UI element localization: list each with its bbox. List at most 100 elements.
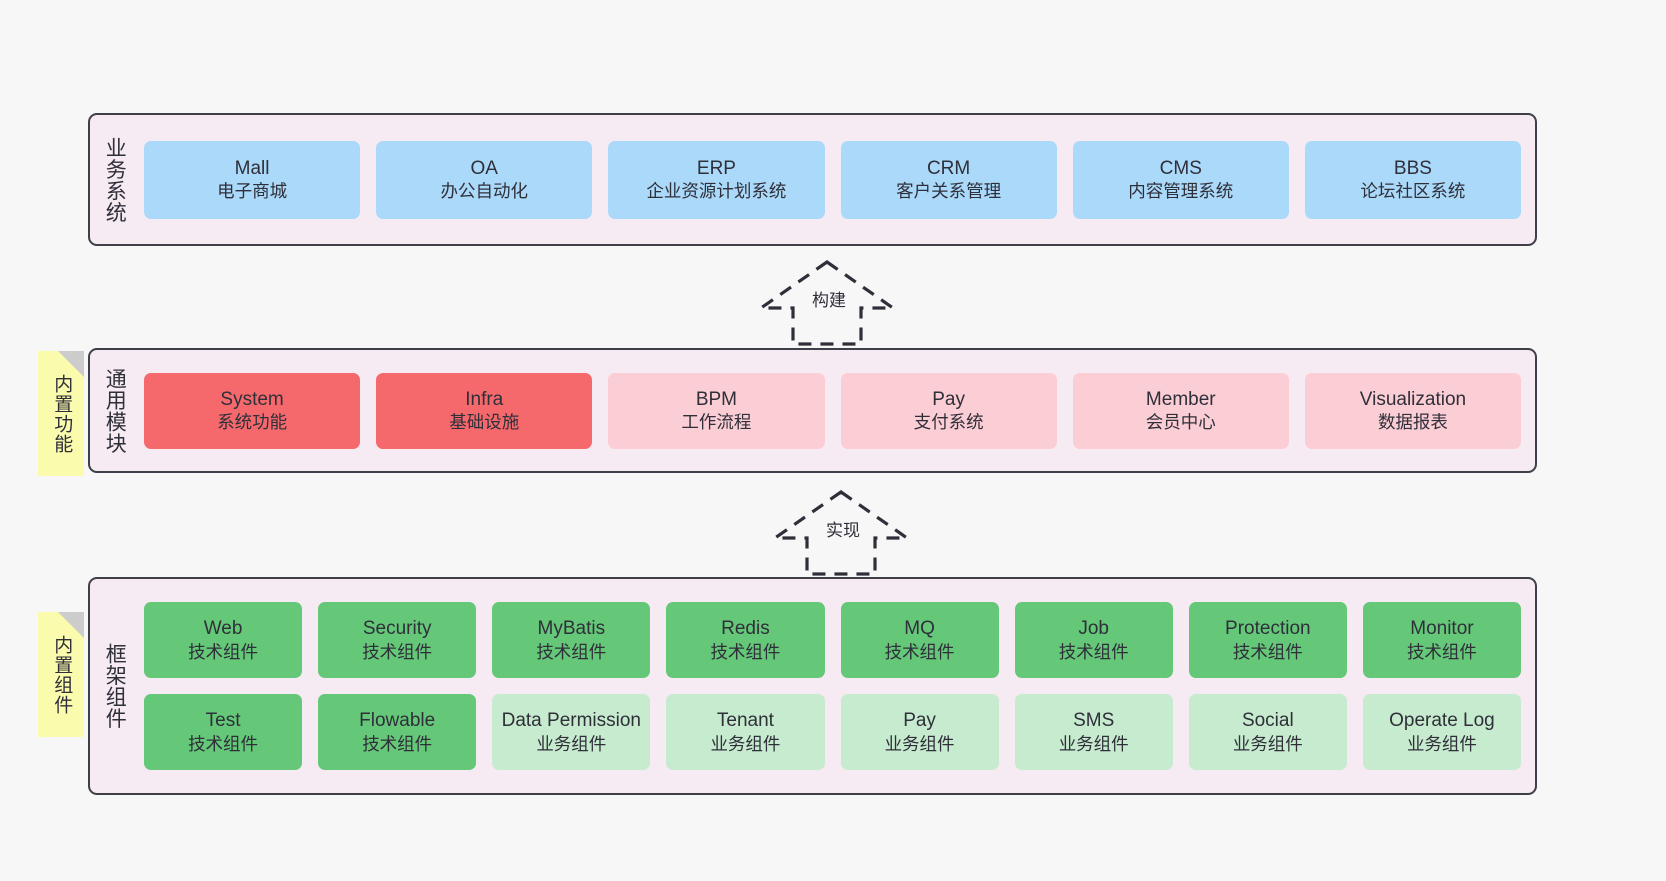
node-title: Infra [465,388,504,410]
node-title: Tenant [716,710,774,731]
node-subtitle: 业务组件 [1406,733,1477,754]
connector-build: 构建 [752,256,902,348]
connector-implement: 实现 [766,486,916,578]
node-title: ERP [696,157,736,179]
node-subtitle: 业务组件 [536,733,607,754]
node-subtitle: 技术组件 [1232,641,1303,662]
node-subtitle: 会员中心 [1145,412,1216,433]
sticky-tag-builtin-component: 内置组件 [38,612,84,737]
node-subtitle: 企业资源计划系统 [646,181,787,202]
node-subtitle: 工作流程 [681,412,752,433]
node-title: Pay [903,710,936,731]
sticky-tag-builtin-function-label: 内置功能 [51,373,73,454]
layer-title-framework: 框架组件 [103,643,127,729]
node-subtitle: 技术组件 [536,641,607,662]
node-title: Redis [721,618,770,639]
node-subtitle: 业务组件 [1232,733,1303,754]
sticky-tag-builtin-component-label: 内置组件 [51,634,73,715]
node-subtitle: 技术组件 [710,641,781,662]
node-title: MQ [904,618,935,639]
node-title: Monitor [1410,618,1474,639]
node-title: Social [1241,710,1294,731]
node-title: Security [362,618,432,639]
node-subtitle: 内容管理系统 [1128,181,1234,202]
node-title: Web [203,618,243,639]
node-subtitle: 支付系统 [913,412,984,433]
node-title: Operate Log [1389,710,1495,731]
node-title: Protection [1225,618,1311,639]
node-title: SMS [1073,710,1115,731]
node-title: Test [205,710,241,731]
node-title: System [220,388,284,410]
node-subtitle: 电子商城 [217,181,288,202]
sticky-fold-corner [58,351,84,377]
node-subtitle: 论坛社区系统 [1360,181,1466,202]
layer-title-business: 业务系统 [103,136,127,223]
node-subtitle: 技术组件 [884,641,955,662]
node-subtitle: 技术组件 [362,733,433,754]
node-subtitle: 技术组件 [188,733,259,754]
node-subtitle: 业务组件 [1058,733,1129,754]
node-title: Member [1145,388,1216,410]
node-subtitle: 业务组件 [710,733,781,754]
node-subtitle: 数据报表 [1377,412,1448,433]
node-title: Data Permission [501,710,641,731]
connector-build-label: 构建 [812,291,846,310]
node-title: MyBatis [537,618,606,639]
node-title: BPM [695,388,738,410]
sticky-fold-corner [58,612,84,638]
sticky-tag-builtin-function: 内置功能 [38,351,84,476]
connector-implement-label: 实现 [826,521,860,540]
implement-arrow-icon [769,490,913,576]
node-subtitle: 技术组件 [188,641,259,662]
node-subtitle: 业务组件 [884,733,955,754]
node-subtitle: 基础设施 [449,412,520,433]
node-title: CRM [926,157,971,179]
node-subtitle: 技术组件 [1406,641,1477,662]
node-title: Mall [234,157,270,179]
build-arrow-icon [755,260,899,346]
node-subtitle: 客户关系管理 [896,181,1002,202]
node-title: Pay [932,388,965,410]
node-title: Flowable [359,710,436,731]
node-subtitle: 技术组件 [362,641,433,662]
node-title: OA [470,157,498,179]
